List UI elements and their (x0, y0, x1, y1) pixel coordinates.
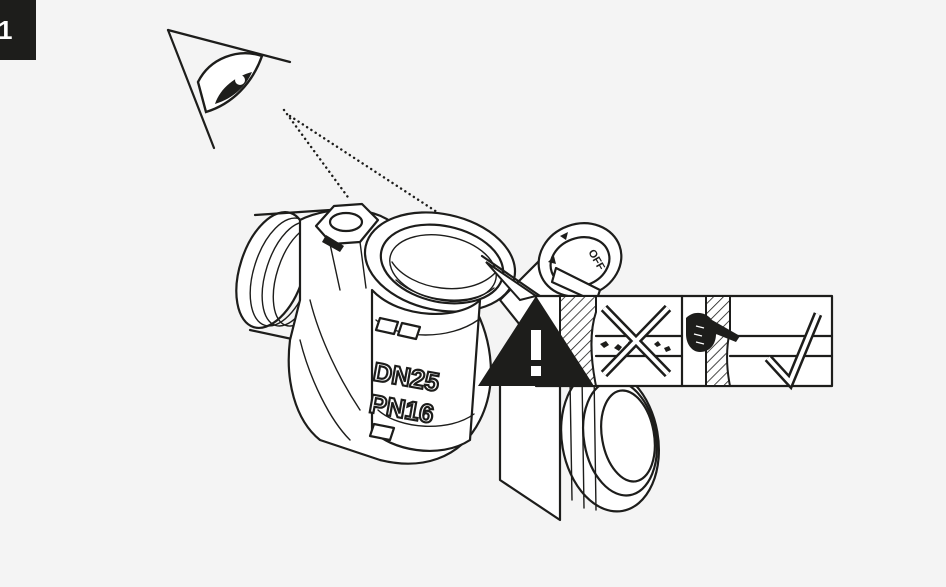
sight-lines (282, 108, 442, 216)
body-window-3 (368, 422, 396, 442)
clean-seat-panel (686, 295, 834, 391)
inspection-inset (478, 294, 834, 391)
eye-icon (166, 28, 292, 150)
cross-icon (600, 304, 672, 378)
pointing-hand-icon (686, 312, 740, 352)
right-thread-connection (498, 358, 660, 522)
step-number: 1 (0, 15, 13, 45)
dirty-seat-panel (559, 295, 684, 387)
body-window-1 (374, 316, 400, 336)
hex-plug (314, 202, 380, 291)
checkmark-icon (764, 312, 823, 391)
step-number-badge: 1 (0, 0, 36, 60)
body-window-2 (396, 321, 422, 341)
warning-icon (478, 296, 594, 386)
valve-body: DN25 PN16 (235, 202, 660, 522)
